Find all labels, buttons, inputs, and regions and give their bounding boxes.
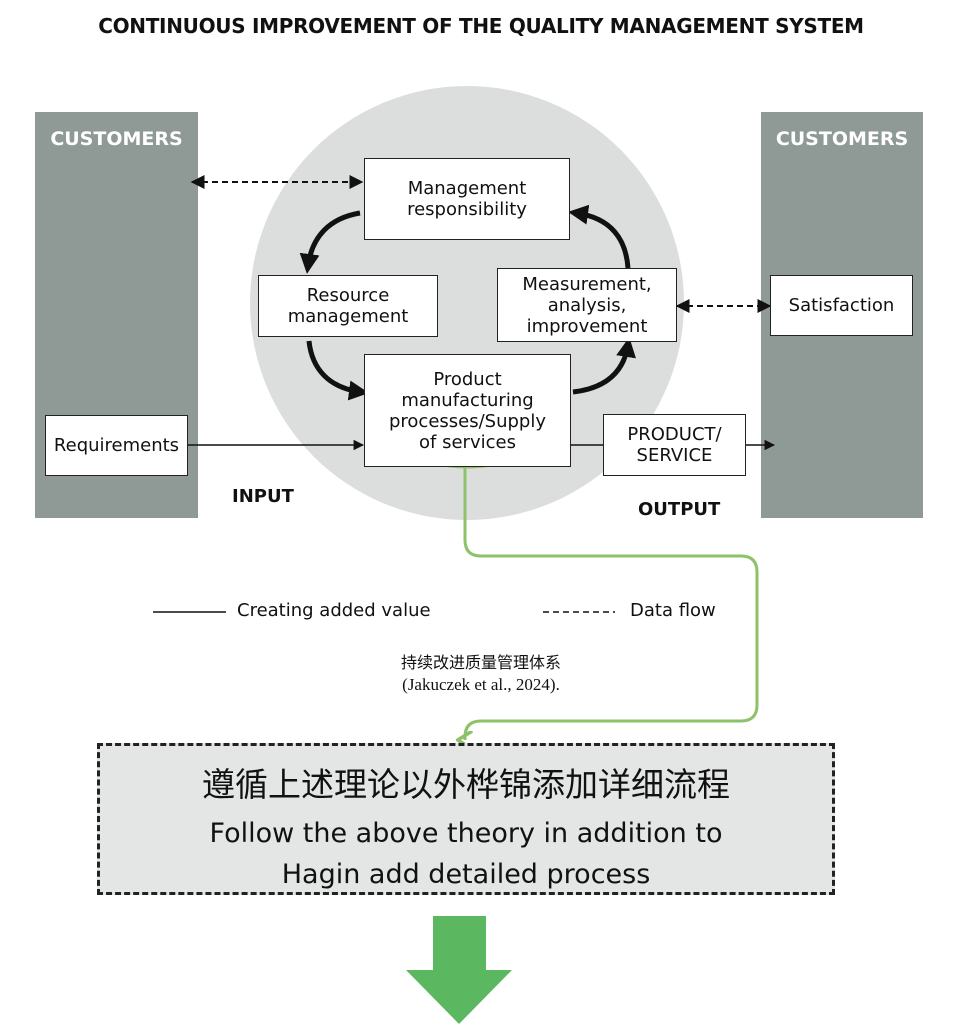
cycle-arrow-product-to-measurement — [572, 337, 636, 395]
callout-english-line2: Hagin add detailed process — [281, 859, 651, 890]
cycle-arrow-measurement-to-management — [568, 204, 631, 269]
measurement-analysis-box: Measurement, analysis, improvement — [497, 268, 677, 342]
down-arrow-icon — [406, 916, 512, 1024]
cycle-arrow-resource-to-product — [306, 340, 369, 401]
customers-right-label: CUSTOMERS — [775, 128, 909, 150]
highlight-connector — [465, 467, 759, 740]
resource-management-box: Resource management — [258, 275, 438, 337]
output-label: OUTPUT — [638, 499, 721, 520]
caption-citation: (Jakuczek et al., 2024). — [402, 675, 560, 694]
callout-chinese-text: 遵循上述理论以外桦锦添加详细流程 — [202, 765, 730, 804]
callout-box — [97, 743, 835, 895]
input-label: INPUT — [232, 486, 294, 507]
diagram-title: CONTINUOUS IMPROVEMENT OF THE QUALITY MA… — [98, 14, 864, 38]
legend-dashed-label: Data flow — [630, 600, 716, 621]
legend-solid-label: Creating added value — [237, 600, 431, 621]
cycle-arrow-management-to-resource — [299, 210, 361, 274]
caption-chinese: 持续改进质量管理体系 — [400, 653, 561, 672]
product-manufacturing-box: Product manufacturing processes/Supply o… — [364, 354, 571, 467]
product-service-box: PRODUCT/ SERVICE — [603, 414, 746, 476]
management-responsibility-box: Management responsibility — [364, 158, 570, 240]
callout-english-line1: Follow the above theory in addition to — [209, 818, 723, 849]
satisfaction-box: Satisfaction — [770, 275, 913, 336]
customers-left-label: CUSTOMERS — [50, 128, 183, 150]
requirements-box: Requirements — [45, 415, 188, 476]
callout-english-text: Follow the above theory in addition to H… — [97, 813, 835, 895]
